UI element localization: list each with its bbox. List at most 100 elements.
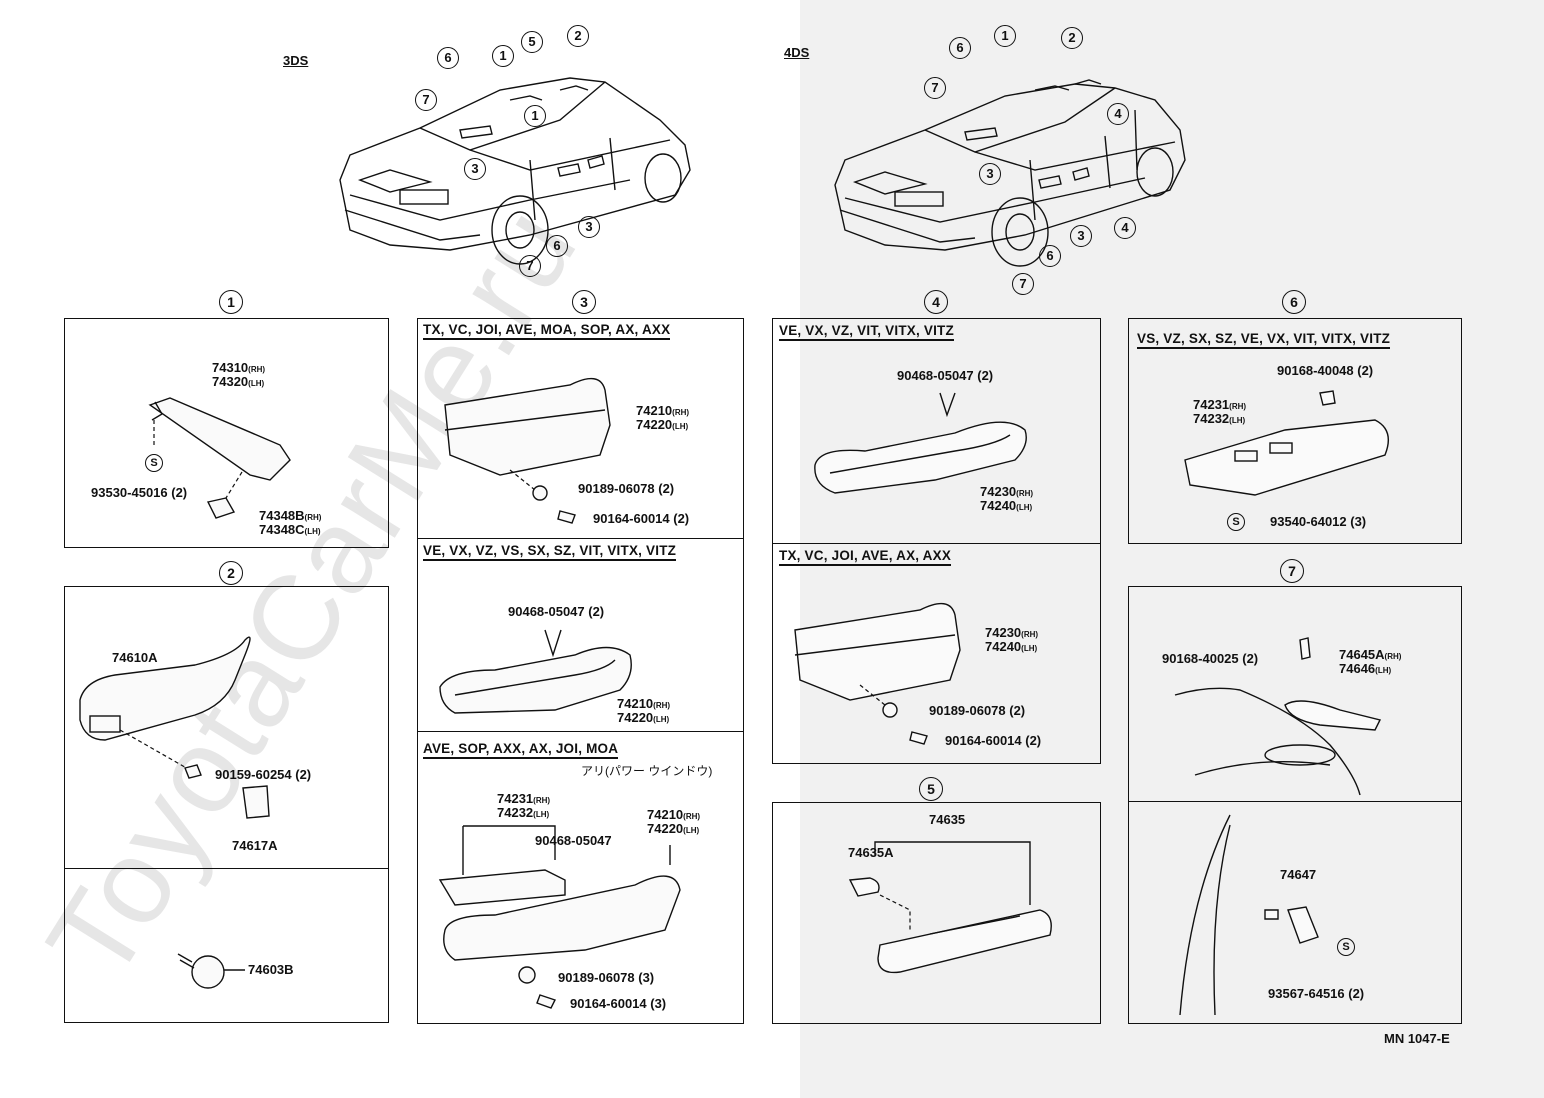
section-1-box	[64, 318, 389, 548]
callout-6: 6	[437, 47, 459, 69]
cover-drawing-lower	[1179, 814, 1319, 1016]
section-6-box	[1128, 318, 1462, 544]
part-90189-06078: 90189-06078 (3)	[558, 970, 655, 985]
part-90159-60254: 90159-60254 (2)	[215, 767, 312, 782]
section-3-middle-box	[417, 538, 744, 732]
part-74210: 74210(RH)	[617, 696, 671, 711]
part-90164-60014: 90164-60014 (3)	[570, 996, 667, 1011]
part-74646: 74646(LH)	[1339, 661, 1392, 676]
part-90468-05047: 90468-05047	[535, 833, 612, 848]
callout-6: 6	[1039, 245, 1061, 267]
assist-grip-drawing	[79, 636, 270, 819]
section-number-5: 5	[919, 777, 943, 801]
callout-3: 3	[464, 158, 486, 180]
section-number-1: 1	[219, 290, 243, 314]
part-74231: 74231(RH)	[1193, 397, 1247, 412]
armrest-drawing-d	[814, 392, 1027, 494]
car-4ds-illustration	[834, 79, 1186, 267]
section-2-lower-box	[64, 868, 389, 1023]
callout-7: 7	[519, 255, 541, 277]
part-93540-64012: 93540-64012 (3)	[1270, 514, 1367, 529]
s-mark: S	[1337, 938, 1355, 956]
part-90468-05047: 90468-05047 (2)	[897, 368, 994, 383]
armrest-drawing-a	[444, 377, 611, 524]
part-90168-40048: 90168-40048 (2)	[1277, 363, 1374, 378]
part-74210: 74210(RH)	[636, 403, 690, 418]
section-number-6: 6	[1282, 290, 1306, 314]
part-74230: 74230(RH)	[985, 625, 1039, 640]
s-mark: S	[145, 454, 163, 472]
coat-hook-drawing	[848, 841, 1052, 974]
section-7-lower-box	[1128, 801, 1462, 1024]
part-74635a: 74635A	[848, 845, 894, 860]
part-74610a: 74610A	[112, 650, 158, 665]
armrest-drawing-c	[438, 825, 681, 1009]
s-mark: S	[1227, 513, 1245, 531]
part-74210: 74210(RH)	[647, 807, 701, 822]
view-label-4ds: 4DS	[784, 45, 810, 60]
sun-visor-drawing	[148, 397, 291, 519]
part-74635: 74635	[929, 812, 966, 827]
part-74220: 74220(LH)	[647, 821, 700, 836]
part-74645a: 74645A(RH)	[1339, 647, 1402, 662]
section-number-4: 4	[924, 290, 948, 314]
part-74231: 74231(RH)	[497, 791, 551, 806]
section-number-2: 2	[219, 561, 243, 585]
part-74348c: 74348C(LH)	[259, 522, 321, 537]
callout-6: 6	[546, 235, 568, 257]
part-74240: 74240(LH)	[985, 639, 1038, 654]
part-74647: 74647	[1280, 867, 1317, 882]
part-74220: 74220(LH)	[617, 710, 670, 725]
part-90468-05047: 90468-05047 (2)	[508, 604, 605, 619]
callout-1: 1	[492, 45, 514, 67]
callout-2: 2	[1061, 27, 1083, 49]
callout-1: 1	[524, 105, 546, 127]
variant-header: VE, VX, VZ, VIT, VITX, VITZ	[779, 323, 954, 341]
variant-header: VS, VZ, SX, SZ, VE, VX, VIT, VITX, VITZ	[1137, 331, 1391, 349]
part-93530-45016: 93530-45016 (2)	[91, 485, 188, 500]
part-74320: 74320(LH)	[212, 374, 265, 389]
switch-base-drawing	[1184, 390, 1389, 496]
part-90168-40025: 90168-40025 (2)	[1162, 651, 1259, 666]
armrest-drawing-e	[794, 602, 961, 745]
part-74240: 74240(LH)	[980, 498, 1033, 513]
part-90164-60014: 90164-60014 (2)	[593, 511, 690, 526]
callout-3: 3	[1070, 225, 1092, 247]
callout-7: 7	[1012, 273, 1034, 295]
callout-4: 4	[1114, 217, 1136, 239]
cover-drawing-upper	[1174, 637, 1382, 796]
callout-3: 3	[578, 216, 600, 238]
variant-header: VE, VX, VZ, VS, SX, SZ, VIT, VITX, VITZ	[423, 543, 677, 561]
variant-note: アリ(パワー ウインドウ)	[581, 764, 713, 778]
view-label-3ds: 3DS	[283, 53, 309, 68]
section-number-3: 3	[572, 290, 596, 314]
part-90189-06078: 90189-06078 (2)	[578, 481, 675, 496]
callout-7: 7	[415, 89, 437, 111]
part-74220: 74220(LH)	[636, 417, 689, 432]
plug-drawing	[177, 953, 245, 989]
part-93567-64516: 93567-64516 (2)	[1268, 986, 1365, 1001]
part-74232: 74232(LH)	[497, 805, 550, 820]
variant-header: TX, VC, JOI, AVE, MOA, SOP, AX, AXX	[423, 322, 671, 340]
section-5-box	[772, 802, 1101, 1024]
car-3ds-illustration	[339, 77, 691, 265]
section-number-7: 7	[1280, 559, 1304, 583]
callout-4: 4	[1107, 103, 1129, 125]
variant-header: TX, VC, JOI, AVE, AX, AXX	[779, 548, 952, 566]
callout-3: 3	[979, 163, 1001, 185]
diagram-id: MN 1047-E	[1384, 1031, 1450, 1046]
part-74230: 74230(RH)	[980, 484, 1034, 499]
part-74232: 74232(LH)	[1193, 411, 1246, 426]
part-90189-06078: 90189-06078 (2)	[929, 703, 1026, 718]
callout-5: 5	[521, 31, 543, 53]
callout-7: 7	[924, 77, 946, 99]
part-74603b: 74603B	[248, 962, 294, 977]
section-4-lower-box	[772, 543, 1101, 764]
part-74310: 74310(RH)	[212, 360, 266, 375]
callout-1: 1	[994, 25, 1016, 47]
variant-header: AVE, SOP, AXX, AX, JOI, MOA	[423, 741, 619, 759]
part-74348b: 74348B(RH)	[259, 508, 322, 523]
part-74617a: 74617A	[232, 838, 278, 853]
callout-2: 2	[567, 25, 589, 47]
part-90164-60014: 90164-60014 (2)	[945, 733, 1042, 748]
